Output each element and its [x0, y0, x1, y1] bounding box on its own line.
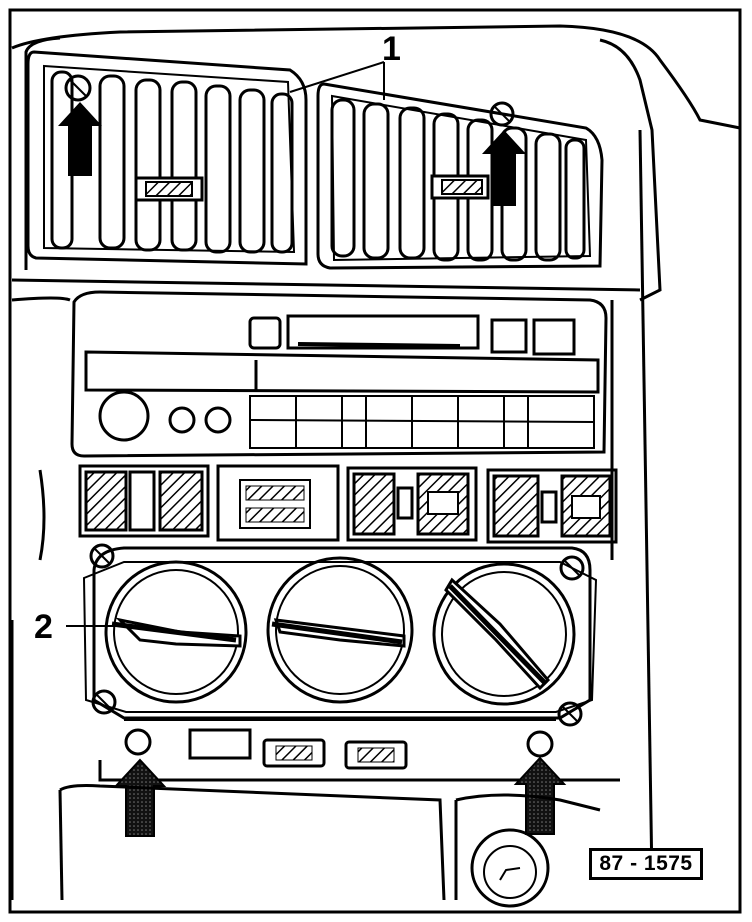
right-vent-screw	[489, 101, 515, 127]
right-vent-arrow	[482, 130, 526, 206]
left-vent-arrow	[58, 102, 102, 176]
radio-unit	[70, 290, 608, 458]
panel-screws	[89, 543, 585, 727]
right-air-vent	[316, 82, 604, 270]
bottom-left-arrow	[113, 758, 167, 837]
callout-label-vents: 1	[382, 30, 401, 68]
outer-frame	[8, 8, 742, 914]
knob-left	[104, 560, 248, 704]
lower-console	[58, 784, 601, 908]
dashboard-contour	[10, 24, 741, 900]
left-vent-screw	[64, 74, 92, 102]
switch-row	[78, 464, 618, 544]
knob-right	[432, 562, 576, 706]
callout-1-leaders	[289, 61, 385, 100]
knob-center	[266, 556, 414, 704]
reference-number-box: 87 - 1575	[589, 848, 703, 880]
reference-number: 87 - 1575	[599, 852, 693, 875]
callout-label-control-panel: 2	[34, 608, 53, 646]
lower-switch-row	[124, 728, 554, 770]
